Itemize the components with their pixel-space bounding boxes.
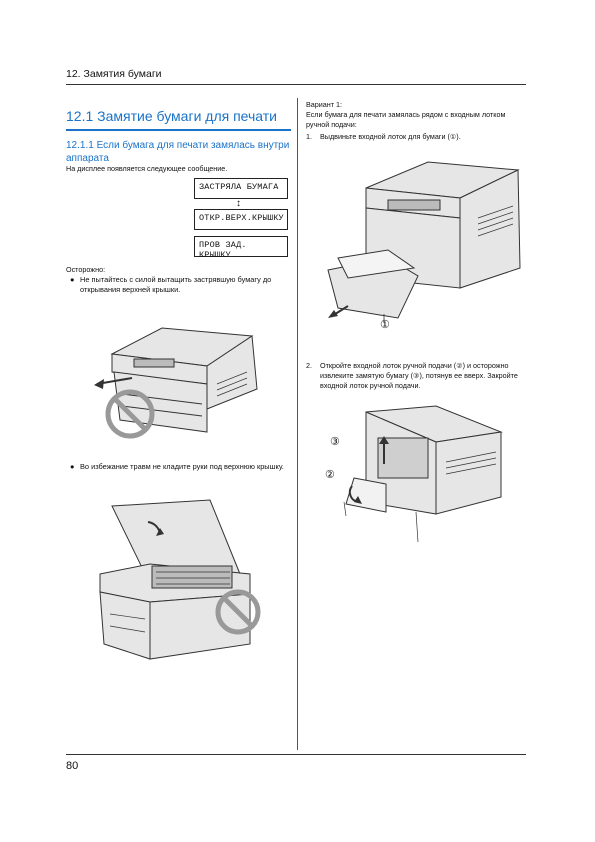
column-divider (297, 98, 298, 750)
caution-bullet-1: ● Не пытайтесь с силой вытащить застрявш… (70, 275, 292, 297)
callout-1: ① (380, 319, 390, 331)
header-rule (66, 84, 526, 85)
printer-illustration-3 (327, 161, 521, 322)
lcd-line-3: ПРОВ ЗАД. КРЫШКУ (194, 236, 288, 260)
callout-3: ③ (330, 436, 340, 448)
bullet-dot: ● (70, 275, 75, 284)
caution-bullet-2: ● Во избежание травм не кладите руки под… (70, 462, 292, 484)
printer-illustration-2 (99, 499, 261, 660)
page-number: 80 (66, 760, 79, 772)
step-2-number: 2. (306, 361, 312, 370)
bullet-dot: ● (70, 462, 75, 471)
step-1-number: 1. (306, 132, 312, 141)
callout-2: ② (325, 469, 335, 481)
intro-text: На дисплее появляется следующее сообщени… (66, 164, 228, 173)
title-underline (66, 129, 291, 131)
lcd-line-1: ЗАСТРЯЛА БУМАГА (194, 178, 288, 199)
lcd-line-2: ОТКР.ВЕРХ.КРЫШКУ (194, 209, 288, 230)
printer-illustration-4 (343, 405, 503, 543)
step-1-text: Выдвиньте входной лоток для бумаги (①). (320, 132, 461, 141)
prohibited-icon (215, 589, 261, 635)
section-title: 12.1 Замятие бумаги для печати (66, 108, 277, 124)
chapter-header: 12. Замятия бумаги (66, 68, 162, 80)
prohibited-icon (105, 389, 155, 439)
subsection-title: 12.1.1 Если бумага для печати замялась в… (66, 140, 290, 164)
step-2-text: Откройте входной лоток ручной подачи (②)… (320, 361, 518, 390)
variant-title: Вариант 1: (306, 100, 343, 109)
lcd-arrow: ↕ (236, 198, 241, 209)
caution-bullet-2-text: Во избежание травм не кладите руки под в… (80, 462, 284, 471)
variant-description: Если бумага для печати замялась рядом с … (306, 110, 506, 129)
footer-rule (66, 754, 526, 755)
printer-illustration-1 (94, 327, 258, 439)
caution-label: Осторожно: (66, 265, 106, 274)
caution-bullet-1-text: Не пытайтесь с силой вытащить застрявшую… (80, 275, 272, 294)
